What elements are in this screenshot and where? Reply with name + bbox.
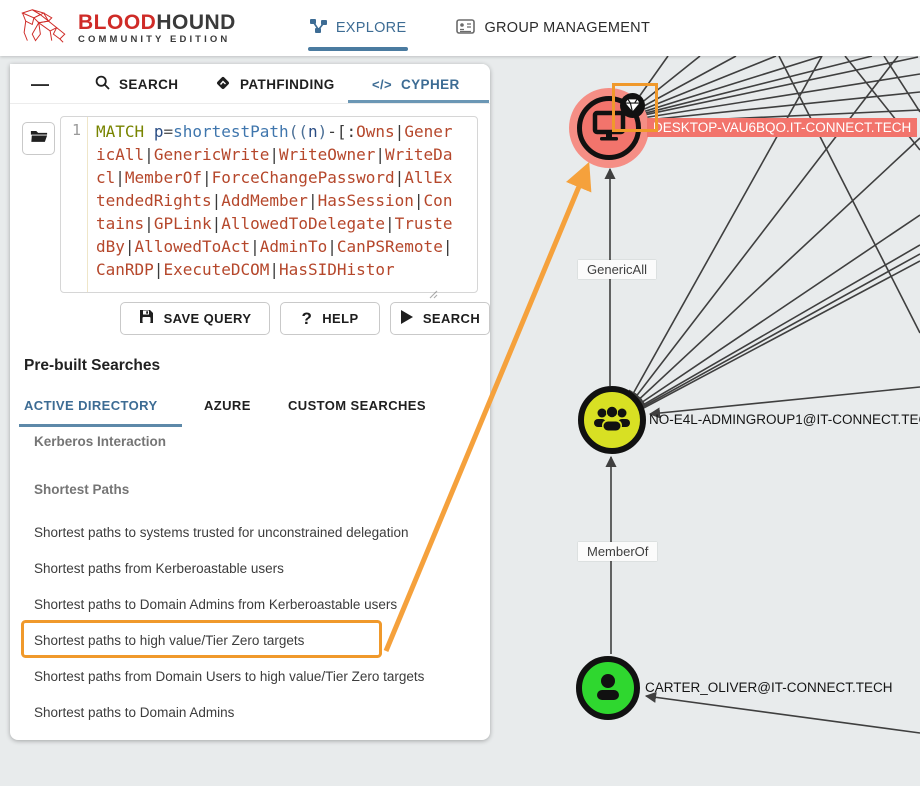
code-icon: </> <box>372 76 392 92</box>
brand-title: BLOODHOUND <box>78 10 236 34</box>
graph-edge <box>635 244 920 410</box>
prebuilt-search-item[interactable]: Shortest paths to Domain Admins from Ker… <box>34 596 398 612</box>
active-tab-underline <box>348 100 489 103</box>
pathfinding-icon <box>215 75 231 94</box>
cypher-editor[interactable]: 1 MATCH p=shortestPath((n)-[:Owns|Generi… <box>60 116 478 293</box>
tab-search[interactable]: SEARCH <box>95 64 178 104</box>
user-icon <box>594 672 622 705</box>
graph-edge <box>637 260 920 412</box>
minimize-panel-button[interactable]: — <box>31 73 49 94</box>
nav-tab-explore[interactable]: EXPLORE <box>307 13 409 51</box>
code-line[interactable]: MATCH p=shortestPath((n)-[:Owns|GenericA… <box>96 122 453 279</box>
graph-edge[interactable] <box>648 386 920 419</box>
graph-edge <box>635 91 920 126</box>
explore-graph-icon <box>309 18 327 38</box>
question-icon: ? <box>301 308 313 328</box>
save-icon <box>139 309 154 328</box>
tab-pathfinding[interactable]: PATHFINDING <box>215 64 335 104</box>
graph-edge <box>778 55 920 334</box>
group-icon <box>593 404 631 437</box>
id-card-icon <box>456 18 476 38</box>
help-button[interactable]: ? HELP <box>280 302 380 335</box>
prebuilt-search-item[interactable]: Shortest paths to systems trusted for un… <box>34 524 409 540</box>
folder-icon <box>30 129 48 148</box>
nav-tab-group-management[interactable]: GROUP MANAGEMENT <box>454 13 652 44</box>
graph-edge <box>635 73 920 120</box>
prebuilt-tab-bar: ACTIVE DIRECTORY AZURE CUSTOM SEARCHES <box>10 398 490 427</box>
edge-label-genericall[interactable]: GenericAll <box>578 260 656 279</box>
resize-handle[interactable] <box>429 286 438 299</box>
computer-icon <box>591 110 627 147</box>
node-label-group[interactable]: NO-E4L-ADMINGROUP1@IT-CONNECT.TECH <box>649 412 920 427</box>
tab-active-directory[interactable]: ACTIVE DIRECTORY <box>24 398 158 413</box>
prebuilt-search-item[interactable]: Shortest paths to Domain Admins <box>34 704 235 720</box>
prebuilt-search-item[interactable]: Shortest paths from Kerberoastable users <box>34 560 284 576</box>
prebuilt-searches-heading: Pre-built Searches <box>24 357 161 374</box>
play-icon <box>400 309 413 328</box>
open-saved-query-button[interactable] <box>22 122 55 155</box>
node-group[interactable] <box>578 386 646 454</box>
tab-cypher[interactable]: </> CYPHER <box>372 76 460 92</box>
graph-edge <box>630 55 899 404</box>
graph-edge <box>632 137 920 406</box>
bloodhound-brand[interactable]: BLOODHOUND COMMUNITY EDITION <box>16 5 236 52</box>
tab-azure[interactable]: AZURE <box>204 398 251 413</box>
line-number-gutter: 1 <box>61 117 88 292</box>
group-header-kerberos: Kerberos Interaction <box>34 434 167 449</box>
prebuilt-list: Shortest paths to systems trusted for un… <box>10 514 490 730</box>
graph-edge <box>634 214 920 408</box>
graph-edge <box>632 55 823 116</box>
node-label-user[interactable]: CARTER_OLIVER@IT-CONNECT.TECH <box>645 680 893 695</box>
prebuilt-search-item[interactable]: Shortest paths from Domain Users to high… <box>34 668 425 684</box>
graph-edge <box>636 253 920 411</box>
save-query-button[interactable]: SAVE QUERY <box>120 302 270 335</box>
graph-edge <box>628 55 823 402</box>
node-label-computer[interactable]: DESKTOP-VAU6BQO.IT-CONNECT.TECH <box>647 118 918 137</box>
edge-label-memberof[interactable]: MemberOf <box>578 542 658 561</box>
top-navigation-bar: BLOODHOUND COMMUNITY EDITION EXPLORE <box>0 0 920 56</box>
graph-edge <box>883 55 920 113</box>
search-icon <box>95 75 110 93</box>
tab-custom-searches[interactable]: CUSTOM SEARCHES <box>288 398 426 413</box>
panel-tab-bar: — SEARCH PATHFINDING </> CYPHER <box>10 64 490 104</box>
run-search-button[interactable]: SEARCH <box>390 302 490 335</box>
high-value-gem-icon <box>620 93 645 118</box>
active-tab-underline <box>19 424 182 427</box>
graph-edge <box>630 55 737 114</box>
explore-side-panel: — SEARCH PATHFINDING </> CYPHER <box>10 64 490 740</box>
group-header-shortest-paths: Shortest Paths <box>34 482 130 497</box>
bloodhound-logo <box>16 5 68 52</box>
graph-edge <box>634 56 919 118</box>
prebuilt-search-item[interactable]: Shortest paths to high value/Tier Zero t… <box>34 632 305 648</box>
main-nav: EXPLORE GROUP MANAGEMENT <box>307 13 652 51</box>
node-user[interactable] <box>576 656 640 720</box>
brand-subtitle: COMMUNITY EDITION <box>78 33 231 45</box>
graph-edge <box>632 55 873 119</box>
graph-edge[interactable] <box>644 691 920 734</box>
